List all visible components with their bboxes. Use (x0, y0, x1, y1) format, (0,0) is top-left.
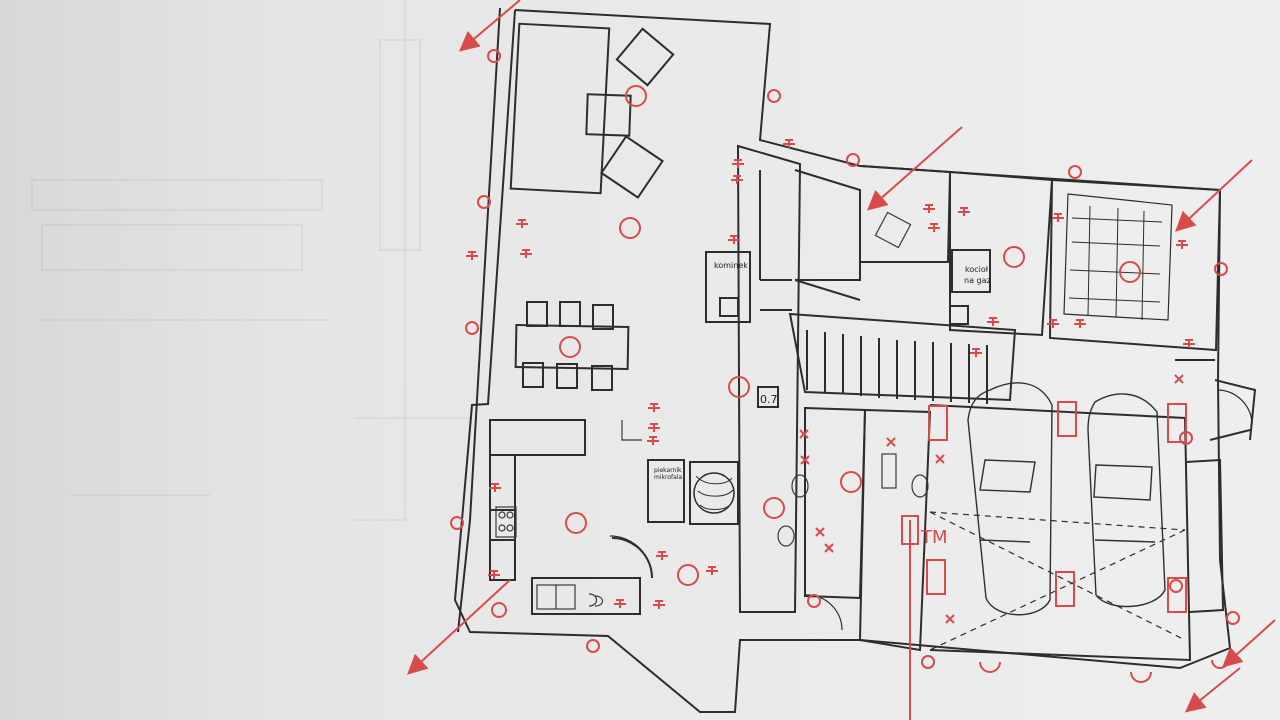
switch-icon (824, 543, 834, 553)
plan-labels: kominek kocioł na gaz 0.7 TM piekarnik m… (654, 261, 991, 548)
light-fixture-icon (767, 89, 781, 103)
light-fixture-icon (1167, 403, 1187, 443)
light-fixture-icon (1169, 579, 1183, 593)
socket-icon (728, 235, 740, 244)
socket-icon (1074, 319, 1086, 328)
light-fixture-icon (477, 195, 491, 209)
light-fixture-icon (559, 336, 581, 358)
light-fixture-icon (1068, 165, 1082, 179)
light-fixture-icon (1226, 611, 1240, 625)
switch-icon (815, 527, 825, 537)
socket-icon (928, 223, 940, 232)
socket-icon (923, 204, 935, 213)
car-icon (1087, 393, 1166, 608)
switch-icon (1174, 374, 1184, 384)
appliance-label-line-2: mikrofala (654, 474, 682, 481)
appliance-label-line-1: piekarnik (654, 467, 682, 474)
light-fixture-icon (625, 85, 647, 107)
socket-icon (732, 159, 744, 168)
light-fixture-icon (1055, 571, 1075, 607)
light-fixture-icon (901, 515, 919, 545)
light-fixture-icon (921, 655, 935, 669)
socket-icon (648, 423, 660, 432)
light-fixture-icon (1214, 262, 1228, 276)
light-fixture-icon (926, 559, 946, 595)
switch-icon (945, 614, 955, 624)
stove-icon (495, 506, 517, 538)
switch-icon (935, 454, 945, 464)
light-fixture-icon (1119, 261, 1141, 283)
socket-icon (1047, 319, 1059, 328)
light-fixture-icon (465, 321, 479, 335)
socket-icon (783, 139, 795, 148)
light-fixture-icon (1003, 246, 1025, 268)
light-fixture-icon (979, 661, 1001, 673)
switch-icon (886, 437, 896, 447)
red-electrical-layer (407, 0, 1276, 720)
socket-icon (648, 403, 660, 412)
left-faded-sketch (31, 0, 470, 521)
cars (967, 382, 1166, 616)
light-fixture-icon (586, 639, 600, 653)
socket-icon (520, 249, 532, 258)
socket-icon (488, 570, 500, 579)
light-fixture-icon (928, 405, 948, 441)
light-fixture-icon (619, 217, 641, 239)
socket-icon (706, 566, 718, 575)
light-fixture-icon (487, 49, 501, 63)
socket-icon (614, 599, 626, 608)
socket-icon (653, 600, 665, 609)
socket-icon (987, 317, 999, 326)
room-code-label: 0.7 (760, 393, 778, 406)
socket-icon (1176, 240, 1188, 249)
light-fixture-icon (1167, 577, 1187, 613)
light-fixture-icon (1057, 401, 1077, 437)
light-fixture-icon (840, 471, 862, 493)
light-fixture-icon (565, 512, 587, 534)
socket-icon (958, 207, 970, 216)
car-icon (967, 382, 1053, 616)
boiler-label-line-1: kocioł (965, 265, 989, 274)
plan-fixtures (495, 211, 929, 610)
fireplace-label: kominek (714, 261, 748, 270)
socket-icon (970, 348, 982, 357)
socket-icon (1052, 213, 1064, 222)
light-fixture-icon (763, 497, 785, 519)
socket-icon (1183, 339, 1195, 348)
socket-icon (516, 219, 528, 228)
light-fixture-icon (491, 602, 508, 618)
light-fixture-icon (728, 376, 750, 398)
socket-icon (731, 175, 743, 184)
light-fixture-icon (1211, 659, 1229, 669)
light-fixture-icon (846, 153, 860, 167)
socket-icon (466, 251, 478, 260)
light-fixture-icon (677, 564, 699, 586)
socket-icon (656, 551, 668, 560)
tm-label: TM (920, 527, 948, 548)
socket-icon (489, 483, 501, 492)
light-fixture-icon (807, 594, 821, 608)
boiler-label-line-2: na gaz (964, 276, 991, 285)
switch-icon (799, 429, 809, 439)
light-fixture-icon (450, 516, 464, 530)
switch-icon (800, 455, 810, 465)
main-plan (453, 7, 1257, 713)
socket-icon (647, 436, 659, 445)
light-fixture-icon (1130, 671, 1152, 683)
